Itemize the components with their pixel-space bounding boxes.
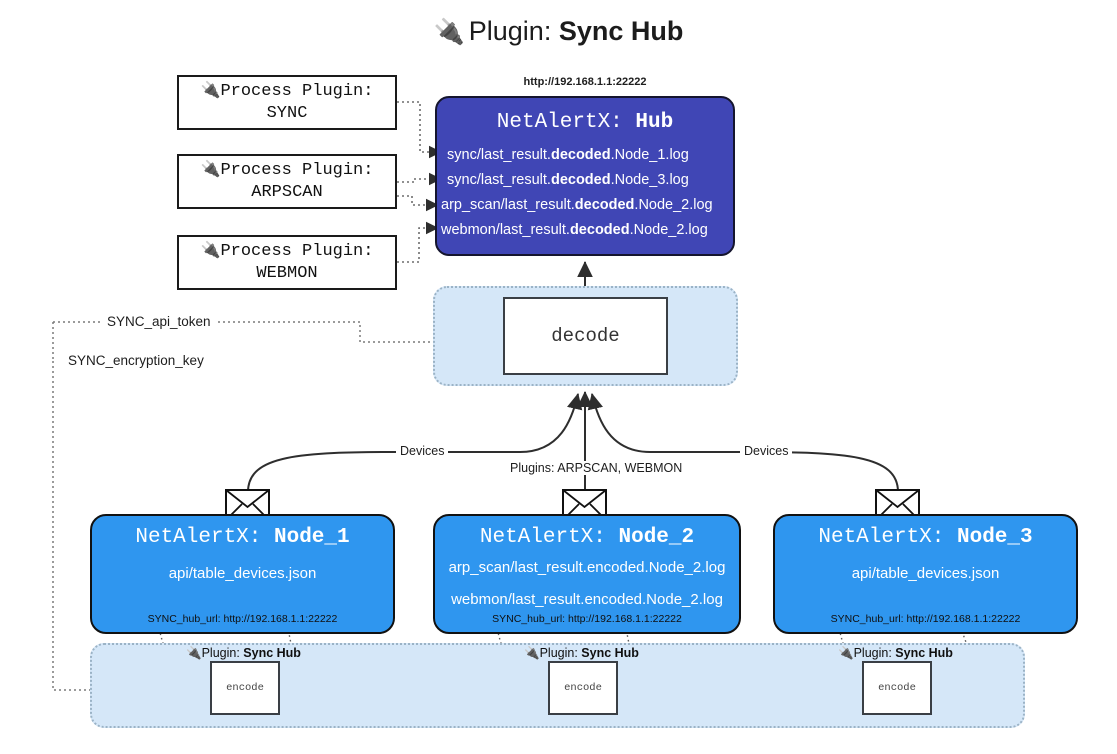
plugin-label-node-3: 🔌Plugin: Sync Hub (838, 646, 953, 660)
process-plugin-name: WEBMON (256, 264, 318, 283)
title-name: Sync Hub (558, 16, 684, 46)
node-title-prefix: NetAlertX: (479, 526, 606, 549)
title-prefix: Plugin: (468, 16, 552, 46)
node-hub-url-label: SYNC_hub_url: http://192.168.1.1:22222 (830, 613, 1021, 625)
node-title-name: Node_1 (274, 526, 350, 549)
plugin-label-node-1: 🔌Plugin: Sync Hub (186, 646, 301, 660)
node-box-node-3[interactable]: NetAlertX: Node_3 api/table_devices.json… (773, 514, 1078, 634)
encode-box-node-1[interactable]: encode (210, 661, 280, 715)
node-hub-url-label: SYNC_hub_url: http://192.168.1.1:22222 (147, 613, 338, 625)
process-plugin-box-arpscan[interactable]: 🔌Process Plugin: ARPSCAN (177, 154, 397, 209)
sync-encryption-key-label: SYNC_encryption_key (64, 353, 208, 368)
node-title-name: Node_3 (957, 526, 1033, 549)
hub-log-row: sync/last_result.decoded.Node_3.log (447, 171, 689, 188)
process-plugin-name: ARPSCAN (251, 183, 323, 202)
plug-icon: 🔌 (433, 18, 465, 46)
hub-node-box[interactable]: NetAlertX: Hub sync/last_result.decoded.… (435, 96, 735, 256)
node-line: webmon/last_result.encoded.Node_2.log (451, 590, 723, 608)
node-line: api/table_devices.json (851, 565, 1000, 582)
plug-icon: 🔌 (838, 646, 854, 660)
plug-icon: 🔌 (524, 646, 540, 660)
node-title-prefix: NetAlertX: (818, 526, 945, 549)
node-line: api/table_devices.json (168, 565, 317, 582)
hub-url-label: http://192.168.1.1:22222 (523, 76, 647, 88)
edge-label-devices-left: Devices (396, 444, 449, 458)
plug-icon: 🔌 (200, 81, 221, 99)
hub-log-row: sync/last_result.decoded.Node_1.log (447, 147, 689, 163)
plug-icon: 🔌 (200, 241, 221, 259)
hub-title-name: Hub (635, 111, 674, 134)
node-box-node-2[interactable]: NetAlertX: Node_2 arp_scan/last_result.e… (433, 514, 741, 634)
hub-title-prefix: NetAlertX: (496, 111, 623, 134)
node-title-name: Node_2 (618, 526, 695, 549)
edge-label-plugins-middle: Plugins: ARPSCAN, WEBMON (506, 461, 687, 475)
encode-box-node-2[interactable]: encode (548, 661, 618, 715)
process-plugin-label: Process Plugin: (220, 241, 374, 261)
plugin-label-node-2: 🔌Plugin: Sync Hub (524, 646, 639, 660)
node-box-node-1[interactable]: NetAlertX: Node_1 api/table_devices.json… (90, 514, 395, 634)
process-plugin-box-sync[interactable]: 🔌Process Plugin: SYNC (177, 75, 397, 130)
process-plugin-name: SYNC (266, 104, 308, 123)
hub-log-list: sync/last_result.decoded.Node_1.log sync… (437, 143, 733, 243)
plug-icon: 🔌 (186, 646, 202, 660)
page-title: 🔌Plugin: Sync Hub (0, 16, 1117, 47)
process-plugin-label: Process Plugin: (220, 81, 374, 101)
node-hub-url-label: SYNC_hub_url: http://192.168.1.1:22222 (492, 613, 682, 625)
edge-label-devices-right: Devices (740, 444, 793, 458)
process-plugin-box-webmon[interactable]: 🔌Process Plugin: WEBMON (177, 235, 397, 290)
node-title-prefix: NetAlertX: (135, 526, 262, 549)
process-plugin-label: Process Plugin: (220, 160, 374, 180)
decode-box[interactable]: decode (503, 297, 668, 375)
hub-log-row: webmon/last_result.decoded.Node_2.log (441, 221, 708, 238)
node-line: arp_scan/last_result.encoded.Node_2.log (448, 559, 726, 576)
sync-api-token-label: SYNC_api_token (103, 314, 215, 329)
hub-log-row: arp_scan/last_result.decoded.Node_2.log (441, 196, 713, 213)
encode-box-node-3[interactable]: encode (862, 661, 932, 715)
plug-icon: 🔌 (200, 160, 221, 178)
